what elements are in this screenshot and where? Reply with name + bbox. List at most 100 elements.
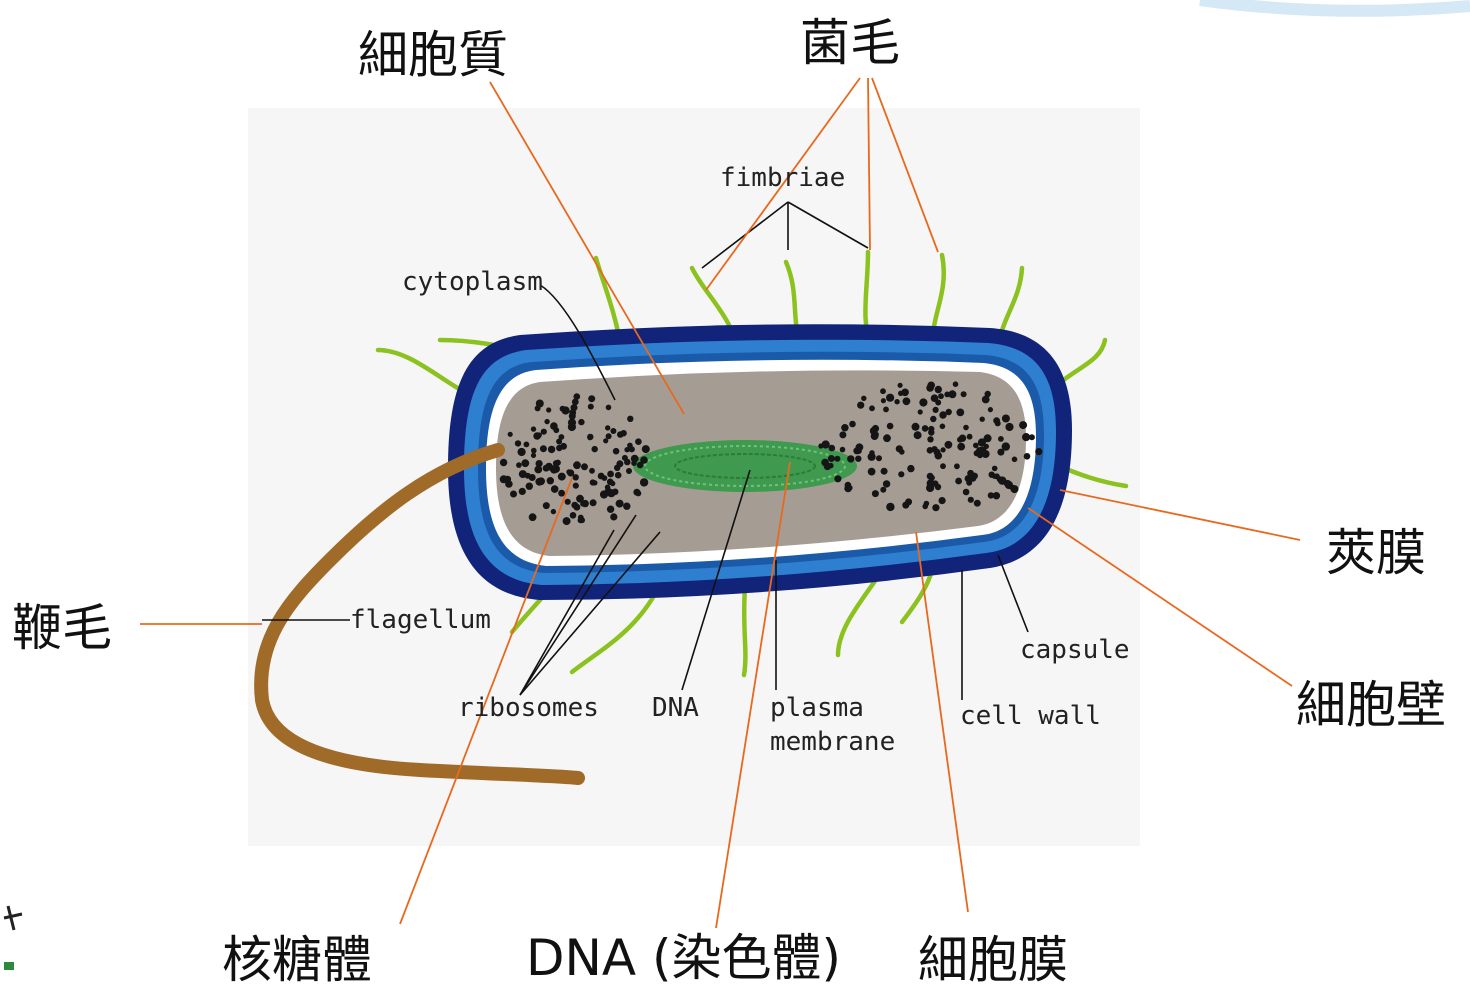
ribosome-dot <box>847 455 854 462</box>
ribosome-dot <box>992 466 998 472</box>
ribosome-dot <box>537 432 542 437</box>
logo-fragment-icon <box>4 906 22 970</box>
ribosome-dot <box>559 434 565 440</box>
ribosome-dot <box>934 449 941 456</box>
ribosome-dot <box>580 501 585 506</box>
ribosome-dot <box>967 434 973 440</box>
ribosome-dot <box>834 456 840 462</box>
ribosome-dot <box>558 490 565 497</box>
ribosome-dot <box>562 406 570 414</box>
ribosome-dot <box>973 443 979 449</box>
ribosome-dot <box>550 422 558 430</box>
ribosome-dot <box>547 477 554 484</box>
ribosome-dot <box>624 459 631 466</box>
ribosome-dot <box>631 460 637 466</box>
ribosome-dot <box>616 460 623 467</box>
ribosome-dot <box>933 407 939 413</box>
ribosome-dot <box>905 498 912 505</box>
ribosome-dot <box>992 474 997 479</box>
ribosome-dot <box>610 513 617 520</box>
ribosome-dot <box>551 509 556 514</box>
label-en-membrane: membrane <box>770 727 895 757</box>
ribosome-dot <box>957 443 965 451</box>
ribosome-dot <box>578 419 584 425</box>
ribosome-dot <box>886 394 894 402</box>
ribosome-dot <box>574 393 581 400</box>
label-zh-cytoplasm: 細胞質 <box>358 26 508 84</box>
ribosome-dot <box>602 475 608 481</box>
ribosome-dot <box>534 466 542 474</box>
label-en-capsule: capsule <box>1020 635 1130 665</box>
ribosome-dot <box>569 409 576 416</box>
ribosome-dot <box>524 442 530 448</box>
ribosome-dot <box>963 489 970 496</box>
ribosome-dot <box>980 417 985 422</box>
ribosome-dot <box>556 445 562 451</box>
ribosome-dot <box>887 423 894 430</box>
label-zh-ribosomes: 核糖體 <box>222 931 372 989</box>
ribosome-dot <box>898 471 904 477</box>
label-en-ribosomes: ribosomes <box>458 693 599 723</box>
ribosome-dot <box>965 475 972 482</box>
ribosome-dot <box>531 453 536 458</box>
ribosome-dot <box>573 461 581 469</box>
ribosome-dot <box>635 438 642 445</box>
ribosome-dot <box>588 404 594 410</box>
ribosome-dot <box>868 468 876 476</box>
ribosome-dot <box>903 397 911 405</box>
label-zh-capsule: 莢膜 <box>1326 524 1426 582</box>
ribosome-dot <box>824 463 831 470</box>
ribosome-dot <box>600 490 608 498</box>
ribosome-dot <box>627 416 633 422</box>
ribosome-dot <box>876 455 882 461</box>
ribosome-dot <box>548 446 555 453</box>
ribosome-dot <box>963 425 969 431</box>
ribosome-dot <box>535 478 543 486</box>
ribosome-dot <box>919 398 927 406</box>
ribosome-dot <box>954 463 960 469</box>
ribosome-dot <box>541 429 547 435</box>
ribosome-dot <box>521 459 529 467</box>
label-zh-dna: DNA (染色體) <box>526 929 841 987</box>
ribosome-dot <box>508 432 513 437</box>
ribosome-dot <box>607 471 614 478</box>
ribosome-dot <box>881 468 888 475</box>
ribosome-dot <box>592 446 598 452</box>
ribosome-dot <box>543 502 550 509</box>
label-zh-cell-wall: 細胞壁 <box>1296 676 1446 734</box>
ribosome-dot <box>841 424 848 431</box>
ribosome-dot <box>907 465 914 472</box>
ribosome-dot <box>626 468 632 474</box>
ribosome-dot <box>861 396 866 401</box>
ribosome-dot <box>912 423 920 431</box>
ribosome-dot <box>605 485 611 491</box>
ribosome-dot <box>552 465 560 473</box>
ribosome-dot <box>818 443 823 448</box>
ribosome-dot <box>1035 448 1042 455</box>
ribosome-dot <box>953 381 959 387</box>
ribosome-dot <box>988 492 994 498</box>
ribosome-dot <box>922 504 928 510</box>
ribosome-dot <box>930 416 936 422</box>
ribosome-dot <box>616 500 624 508</box>
ribosome-dot <box>531 426 536 431</box>
ribosome-dot <box>543 465 550 472</box>
ribosome-dot <box>961 391 967 397</box>
ribosome-dot <box>974 500 981 507</box>
ribosome-dot <box>839 431 846 438</box>
ribosome-dot <box>840 447 846 453</box>
ribosome-dot <box>606 433 612 439</box>
ribosome-dot <box>959 435 966 442</box>
label-zh-plasma-membrane: 細胞膜 <box>918 931 1068 989</box>
ribosome-dot <box>565 499 571 505</box>
ribosome-dot <box>886 503 894 511</box>
ribosome-dot <box>927 436 933 442</box>
ribosome-dot <box>940 424 946 430</box>
ribosome-dot <box>932 504 939 511</box>
ribosome-dot <box>606 405 612 411</box>
ribosome-dot <box>590 499 597 506</box>
ribosome-dot <box>635 490 641 496</box>
ribosome-dot <box>563 517 571 525</box>
ribosome-dot <box>610 428 616 434</box>
